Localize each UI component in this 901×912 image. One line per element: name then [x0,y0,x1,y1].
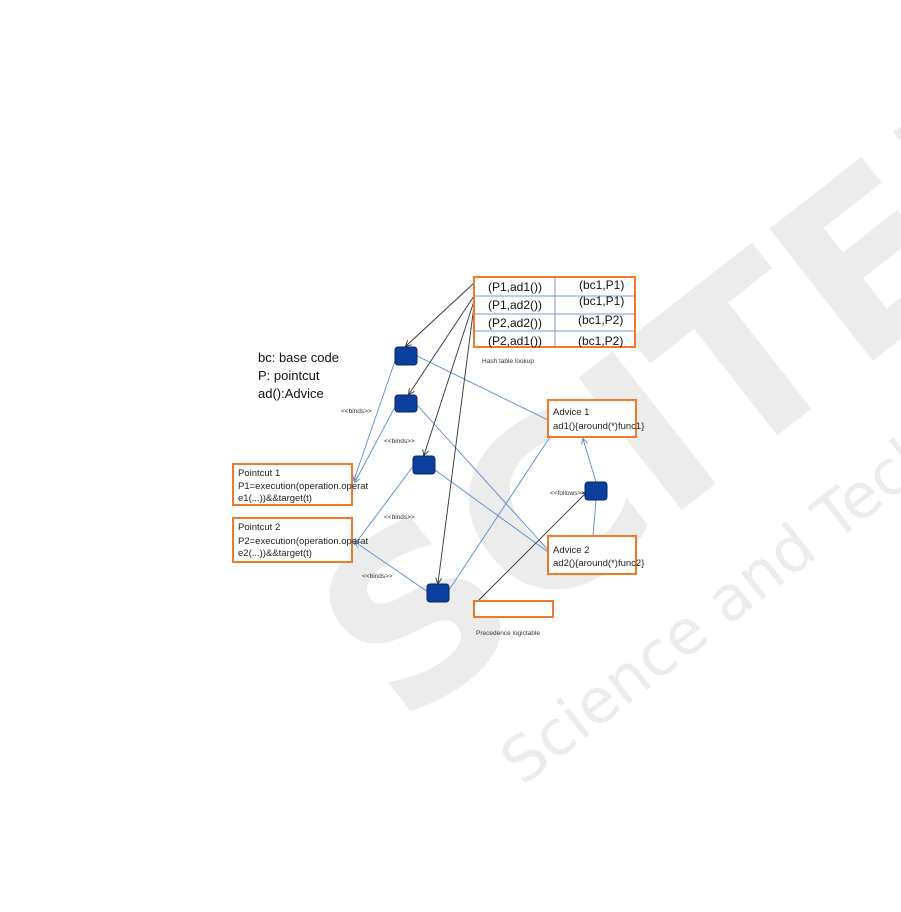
edge-n4-pointcut2 [355,542,429,593]
advice-2-box[interactable]: Advice 2 ad2(){around(*)func2} [547,535,644,575]
pointcut-expr: P2=execution(operation.operat [238,536,369,547]
pointcut-expr: P1=execution(operation.operat [238,481,369,492]
pointcut-expr: e2(...))&&target(t) [238,548,312,559]
edge-n5-advice2 [592,499,597,537]
binds-label: <<binds>> [384,438,415,445]
table-cell: (P2,ad1()) [488,334,542,348]
join-point-node[interactable] [394,346,418,366]
lookup-arrows [406,282,587,601]
advice-title: Advice 2 [553,545,589,556]
binds-label: <<binds>> [384,514,415,521]
hash-table: (P1,ad1()) (bc1,P1) (P1,ad2()) (bc1,P1) … [473,276,636,365]
binds-label: <<binds>> [362,573,393,580]
legend-item: ad():Advice [258,386,324,401]
binding-lines [354,355,597,593]
follows-node[interactable] [584,481,608,501]
advice-title: Advice 1 [553,407,589,418]
table-cell: (bc1,P1) [579,294,624,308]
edge-n3-advice2 [434,469,549,553]
edge-n5-advice1 [583,439,597,483]
watermark-word: SCITEPRESS [271,0,901,772]
table-cell: (P2,ad2()) [488,316,542,330]
join-point-node[interactable] [426,583,450,603]
precedence-logic-table[interactable] [473,600,554,618]
follows-label: <<follows>> [550,490,585,497]
legend-item: bc: base code [258,350,339,365]
pointcut-title: Pointcut 1 [238,468,280,479]
legend: bc: base code P: pointcut ad():Advice [258,350,339,401]
join-point-node[interactable] [394,394,418,413]
table-cell: (P1,ad2()) [488,298,542,312]
table-cell: (P1,ad1()) [488,280,542,294]
arrow-row4-n4 [438,305,475,583]
edge-n1-advice1 [416,355,549,421]
arrow-row1-n1 [406,282,475,346]
pointcut-1-box[interactable]: Pointcut 1 P1=execution(operation.operat… [232,463,369,506]
hash-table-caption: Hash table lookup [482,358,534,365]
arrow-row3-n3 [424,300,475,455]
binds-label: <<binds>> [341,408,372,415]
legend-item: P: pointcut [258,368,320,383]
pointcut-expr: e1(...))&&target(t) [238,493,312,504]
table-cell: (bc1,P2) [578,313,623,327]
pointcut-2-box[interactable]: Pointcut 2 P2=execution(operation.operat… [232,517,369,563]
arrow-row2-n2 [409,295,475,394]
edge-n2-pointcut1 [355,404,397,482]
advice-body: ad2(){around(*)func2} [553,558,644,569]
pointcut-title: Pointcut 2 [238,522,280,533]
table-cell: (bc1,P2) [578,334,623,348]
advice-body: ad1(){around(*)func1} [553,421,644,432]
edge-n3-pointcut2 [355,464,415,544]
edge-n1-pointcut1 [354,357,397,480]
edge-n4-advice1 [448,436,551,591]
precedence-caption: Precedence logictable [476,630,540,637]
arrow-precedence-n5 [478,492,587,601]
table-cell: (bc1,P1) [579,278,624,292]
join-point-node[interactable] [412,455,436,475]
advice-1-box[interactable]: Advice 1 ad1(){around(*)func1} [547,399,644,438]
edge-n2-advice2 [416,404,549,551]
join-point-nodes [394,346,608,603]
